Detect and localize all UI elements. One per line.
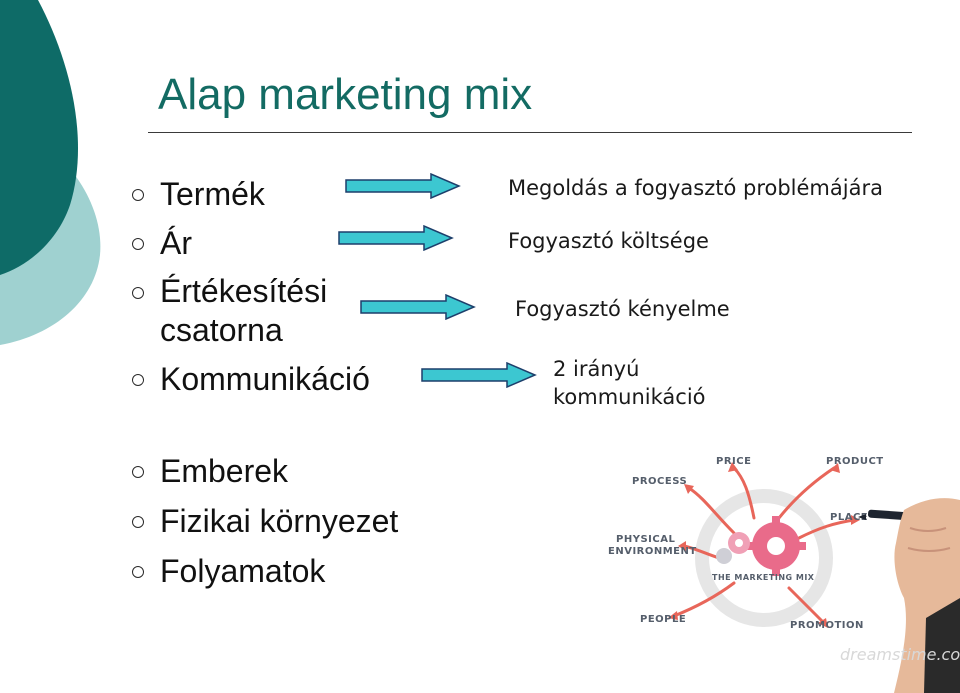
- label-people: PEOPLE: [640, 614, 686, 625]
- label-price: PRICE: [716, 456, 751, 467]
- arrow-right-icon: [360, 294, 476, 320]
- label-place: PLACE: [830, 512, 868, 523]
- bullet-icon: [132, 238, 144, 250]
- item-emberek: Emberek: [160, 453, 289, 489]
- gear-icon: [716, 516, 806, 576]
- slide-title: Alap marketing mix: [158, 70, 533, 119]
- bullet-icon: [132, 516, 144, 528]
- bullet-icon: [132, 466, 144, 478]
- desc-kommunikacio-line2: kommunikáció: [553, 385, 706, 409]
- arrow-right-icon: [345, 173, 461, 199]
- arrow-right-icon: [421, 362, 537, 388]
- bullet-icon: [132, 374, 144, 386]
- title-divider: [148, 132, 912, 133]
- label-center: THE MARKETING MIX: [712, 573, 815, 582]
- item-ertekesitesi-line2: csatorna: [160, 312, 283, 348]
- hand-illustration: [858, 498, 960, 693]
- bullet-icon: [132, 189, 144, 201]
- label-physical-1: PHYSICAL: [616, 534, 675, 545]
- corner-decoration: [0, 0, 101, 345]
- item-ertekesitesi-line1: Értékesítési: [160, 273, 328, 309]
- marketing-mix-illustration: PRICE PRODUCT PROCESS PLACE PHYSICAL ENV…: [608, 456, 960, 693]
- bullet-icon: [132, 287, 144, 299]
- red-arrows: [672, 466, 856, 625]
- desc-termek: Megoldás a fogyasztó problémájára: [508, 176, 883, 200]
- label-product: PRODUCT: [826, 456, 884, 467]
- item-ar: Ár: [160, 225, 192, 261]
- watermark: dreamstime.com: [840, 645, 960, 664]
- bullet-icon: [132, 566, 144, 578]
- item-termek: Termék: [160, 176, 265, 212]
- item-fizikai-kornyezet: Fizikai környezet: [160, 503, 399, 539]
- arrowheads: [668, 462, 860, 628]
- arrow-right-icon: [338, 225, 454, 251]
- desc-kommunikacio-line1: 2 irányú: [553, 357, 640, 381]
- label-promotion: PROMOTION: [790, 620, 864, 631]
- item-folyamatok: Folyamatok: [160, 553, 326, 589]
- item-kommunikacio: Kommunikáció: [160, 361, 370, 397]
- desc-ertekesitesi: Fogyasztó kényelme: [515, 297, 730, 321]
- desc-ar: Fogyasztó költsége: [508, 229, 709, 253]
- label-process: PROCESS: [632, 476, 687, 487]
- label-physical-2: ENVIRONMENT: [608, 546, 697, 557]
